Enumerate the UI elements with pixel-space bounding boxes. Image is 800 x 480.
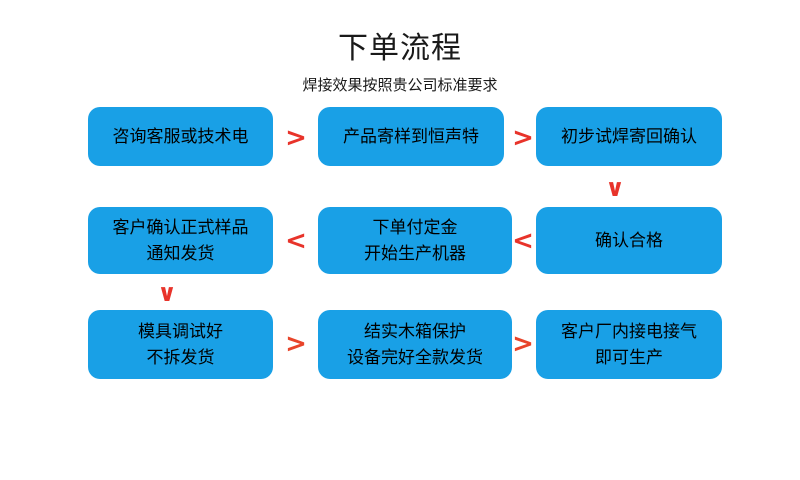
flow-node-customer-factory-setup[interactable]: 客户厂内接电接气 即可生产 (536, 310, 722, 379)
chevron-down-icon: ∨ (605, 174, 625, 202)
flow-node-line: 咨询客服或技术电 (112, 126, 249, 147)
flow-node-customer-confirm-sample[interactable]: 客户确认正式样品 通知发货 (88, 207, 273, 274)
chevron-left-icon: < (512, 226, 534, 256)
flow-node-consult-service[interactable]: 咨询客服或技术电 (88, 107, 273, 166)
flow-node-line: 开始生产机器 (364, 243, 466, 264)
chevron-right-icon: > (512, 329, 534, 359)
flow-node-line: 产品寄样到恒声特 (343, 126, 479, 147)
flow-node-line: 客户厂内接电接气 (561, 321, 697, 342)
page-subtitle: 焊接效果按照贵公司标准要求 (302, 76, 498, 94)
chevron-down-icon: ∨ (157, 279, 177, 307)
flow-node-line: 确认合格 (595, 230, 663, 251)
flow-node-wooden-crate-protection[interactable]: 结实木箱保护 设备完好全款发货 (318, 310, 512, 379)
chevron-right-icon: > (285, 329, 307, 359)
flow-node-line: 结实木箱保护 (364, 321, 466, 342)
flow-node-line: 设备完好全款发货 (347, 347, 483, 368)
flow-node-line: 即可生产 (595, 347, 663, 368)
flow-node-line: 不拆发货 (146, 347, 215, 368)
flow-node-confirm-qualified[interactable]: 确认合格 (536, 207, 722, 274)
chevron-right-icon: > (285, 123, 307, 153)
chevron-left-icon: < (285, 226, 307, 256)
flow-node-place-order-deposit[interactable]: 下单付定金 开始生产机器 (318, 207, 512, 274)
flow-node-line: 客户确认正式样品 (112, 217, 249, 238)
chevron-right-icon: > (512, 123, 534, 153)
flow-node-line: 下单付定金 (372, 217, 458, 238)
flow-node-mold-debug[interactable]: 模具调试好 不拆发货 (88, 310, 273, 379)
flow-node-line: 模具调试好 (138, 321, 223, 342)
flow-node-send-sample[interactable]: 产品寄样到恒声特 (318, 107, 504, 166)
flow-node-trial-weld-return[interactable]: 初步试焊寄回确认 (536, 107, 722, 166)
flow-node-line: 初步试焊寄回确认 (561, 126, 697, 147)
flow-node-line: 通知发货 (146, 243, 215, 264)
page-title: 下单流程 (338, 31, 462, 66)
